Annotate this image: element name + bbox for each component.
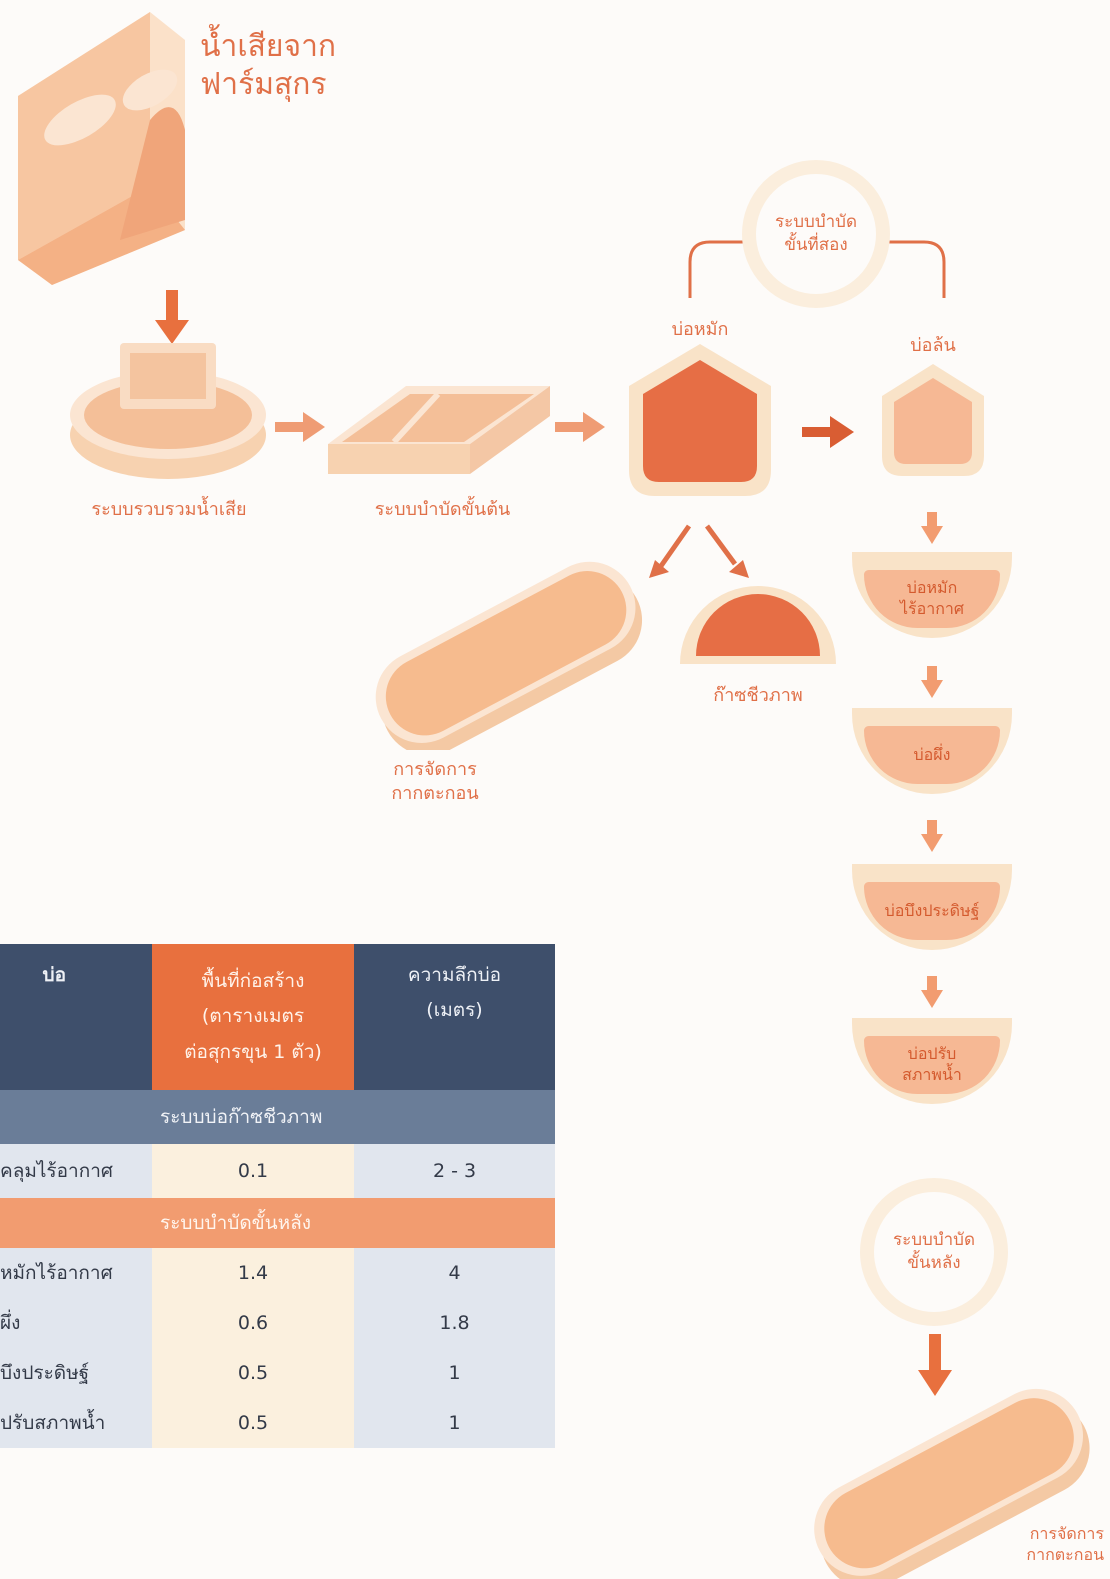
cell-depth: 1 [448, 1412, 461, 1434]
table-row: ผึ่ง 0.6 1.8 [0, 1298, 555, 1348]
primary-treatment-illustration [328, 386, 550, 474]
constructed-wetland-pond: บ่อบึงประดิษฐ์ [852, 864, 1012, 950]
split-arrows-icon [649, 524, 749, 578]
anaerobic-pond-label: บ่อหมัก ไร้อากาศ [864, 570, 1000, 628]
arrow-down-icon [921, 512, 943, 544]
cell-depth: 1 [448, 1362, 461, 1384]
header-area: พื้นที่ก่อสร้าง (ตารางเมตร ต่อสุกรขุน 1 … [152, 944, 354, 1090]
farm-label: น้ำเสียจาก ฟาร์มสุกร [200, 29, 337, 102]
post-treatment-ring: ระบบบำบัด ขั้นหลัง [860, 1178, 1008, 1326]
sludge-bed-illustration [375, 561, 643, 750]
arrow-right-icon [275, 412, 325, 442]
arrow-right-icon [802, 416, 854, 448]
cell-area: 0.1 [152, 1144, 354, 1198]
pond-spec-table: บ่อ พื้นที่ก่อสร้าง (ตารางเมตร ต่อสุกรขุ… [0, 944, 555, 1448]
pig-farm-illustration [18, 12, 185, 285]
constructed-wetland-label: บ่อบึงประดิษฐ์ [864, 882, 1000, 940]
cell-pond-name: หมักไร้อากาศ [0, 1262, 113, 1284]
header-pond: บ่อ [0, 944, 152, 1090]
collection-tank-illustration [70, 343, 266, 479]
overflow-pond-label: บ่อล้น [910, 335, 956, 356]
overflow-pond-shape [882, 364, 984, 476]
cell-pond-name: คลุมไร้อากาศ [0, 1160, 113, 1182]
cell-depth: 2 - 3 [432, 1160, 477, 1182]
arrow-down-icon [921, 976, 943, 1008]
header-depth: ความลึกบ่อ (เมตร) [354, 944, 555, 1090]
secondary-bracket [688, 240, 946, 298]
arrow-down-icon [155, 290, 189, 344]
table-row: บึงประดิษฐ์ 0.5 1 [0, 1348, 555, 1398]
collection-system-label: ระบบรวบรวมน้ำเสีย [91, 499, 247, 520]
arrow-down-icon [918, 1334, 952, 1396]
cell-area: 0.5 [152, 1348, 354, 1398]
anaerobic-pond: บ่อหมัก ไร้อากาศ [852, 552, 1012, 638]
cell-depth: 4 [448, 1262, 461, 1284]
section-post: ระบบบำบัดขั้นหลัง [152, 1198, 555, 1248]
cell-area: 0.6 [152, 1298, 354, 1348]
stabilization-pond-label: บ่อผึ่ง [864, 726, 1000, 784]
primary-treatment-label: ระบบบำบัดขั้นต้น [374, 499, 511, 520]
table-row: ปรับสภาพน้ำ 0.5 1 [0, 1398, 555, 1448]
biogas-dome-illustration [680, 586, 836, 664]
stabilization-pond: บ่อผึ่ง [852, 708, 1012, 794]
arrow-down-icon [921, 666, 943, 698]
sludge-management-label-2: การจัดการ กากตะกอน [1026, 1524, 1104, 1564]
biogas-label: ก๊าซชีวภาพ [713, 685, 803, 706]
secondary-treatment-ring: ระบบบำบัด ขั้นที่สอง [742, 160, 890, 308]
cell-pond-name: บึงประดิษฐ์ [0, 1362, 90, 1384]
cell-area: 0.5 [152, 1398, 354, 1448]
cell-pond-name: ปรับสภาพน้ำ [0, 1412, 106, 1434]
table-row: คลุมไร้อากาศ 0.1 2 - 3 [0, 1144, 555, 1198]
water-conditioning-label: บ่อปรับ สภาพน้ำ [864, 1036, 1000, 1094]
water-conditioning-pond: บ่อปรับ สภาพน้ำ [852, 1018, 1012, 1104]
sludge-management-label-1: การจัดการ กากตะกอน [391, 759, 479, 805]
fermentation-pond-label: บ่อหมัก [671, 319, 729, 340]
arrow-right-icon [555, 412, 605, 442]
cell-pond-name: ผึ่ง [0, 1312, 21, 1334]
section-biogas: ระบบบ่อก๊าซชีวภาพ [152, 1090, 555, 1144]
sludge-bed-illustration [814, 1388, 1090, 1579]
fermentation-pond-shape [629, 344, 771, 496]
arrow-down-icon [921, 820, 943, 852]
table-row: หมักไร้อากาศ 1.4 4 [0, 1248, 555, 1298]
cell-depth: 1.8 [439, 1312, 470, 1334]
cell-area: 1.4 [152, 1248, 354, 1298]
